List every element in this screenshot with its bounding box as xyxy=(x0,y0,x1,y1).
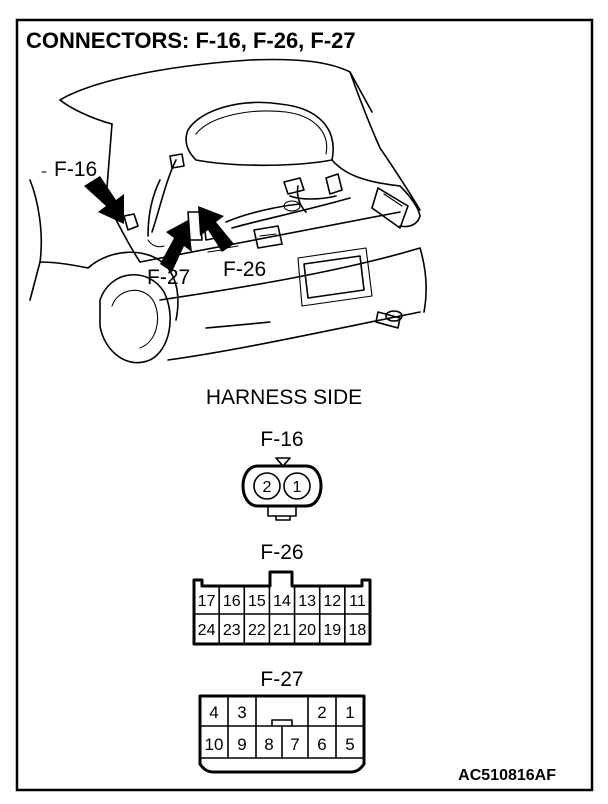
f27-pin: 4 xyxy=(209,703,218,722)
f27-label: F-27 xyxy=(260,668,303,691)
f26-pin: 12 xyxy=(323,593,341,610)
connector-f27: 4 3 2 1 10 9 8 7 6 5 xyxy=(198,694,366,774)
connector-f26: 17 16 15 14 13 12 11 24 23 22 21 20 19 18 xyxy=(192,570,372,646)
diagram-title: CONNECTORS: F-16, F-26, F-27 xyxy=(26,28,356,53)
connector-f16: 2 1 xyxy=(241,457,323,521)
callout-arrows xyxy=(84,176,234,272)
f27-pin: 7 xyxy=(290,735,299,754)
f27-pin: 2 xyxy=(317,703,326,722)
f26-pin: 17 xyxy=(198,593,216,610)
arrow-f16 xyxy=(84,176,124,224)
f26-pin: 22 xyxy=(248,622,266,639)
f26-pin: 16 xyxy=(223,593,241,610)
f16-pin: 1 xyxy=(293,479,302,496)
f26-pin: 14 xyxy=(273,593,291,610)
harness-side-label: HARNESS SIDE xyxy=(206,386,362,409)
callout-f26: F-26 xyxy=(223,258,266,281)
f26-pin: 19 xyxy=(323,622,341,639)
car-rear-illustration xyxy=(29,58,427,364)
f26-pin: 20 xyxy=(298,622,316,639)
f26-pin: 13 xyxy=(298,593,316,610)
figure-code: AC510816AF xyxy=(458,767,556,784)
f26-pin: 24 xyxy=(198,622,216,639)
f27-pin: 9 xyxy=(237,735,246,754)
f16-pin: 2 xyxy=(263,479,272,496)
f26-pin: 15 xyxy=(248,593,266,610)
callout-f27: F-27 xyxy=(147,266,190,289)
f27-pin: 1 xyxy=(345,703,354,722)
diagram-border xyxy=(15,18,594,792)
f26-pin: 18 xyxy=(349,622,367,639)
f26-pin: 23 xyxy=(223,622,241,639)
arrow-f26 xyxy=(198,206,234,252)
f26-label: F-26 xyxy=(260,541,303,564)
f27-pin: 6 xyxy=(317,735,326,754)
callout-f16: F-16 xyxy=(54,158,97,181)
f27-pin: 10 xyxy=(205,735,224,754)
f26-pin: 11 xyxy=(349,593,366,610)
arrow-f27 xyxy=(160,220,192,272)
f26-pin: 21 xyxy=(273,622,291,639)
f27-pin: 3 xyxy=(237,703,246,722)
f16-label: F-16 xyxy=(260,428,303,451)
f27-pin: 5 xyxy=(345,735,354,754)
f27-pin: 8 xyxy=(264,735,273,754)
